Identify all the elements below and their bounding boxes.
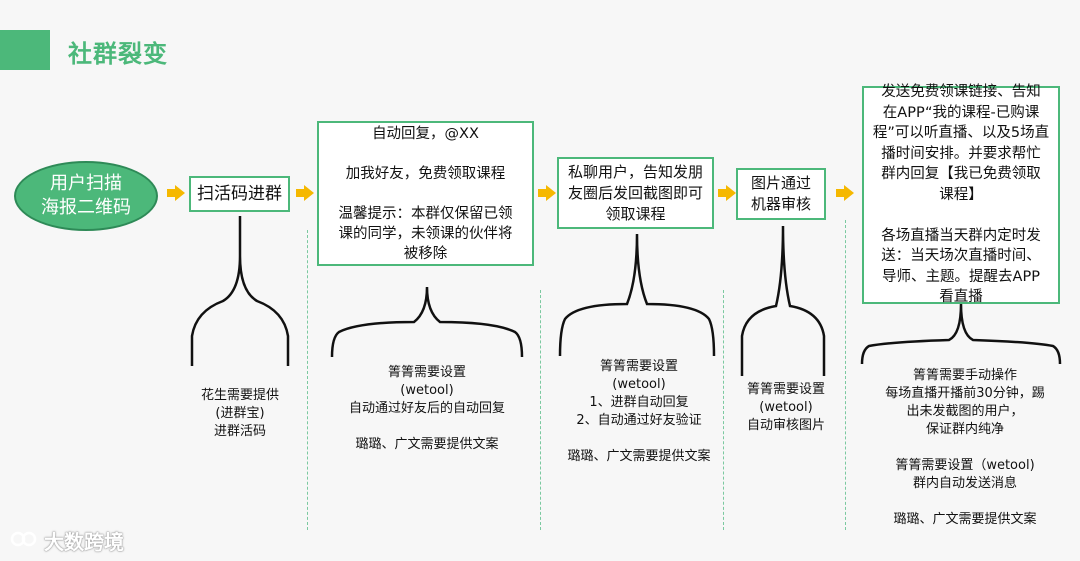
separator-2	[540, 290, 541, 530]
page-title: 社群裂变	[68, 40, 168, 68]
separator-1	[307, 230, 308, 530]
note-1: 花生需要提供 (进群宝) 进群活码	[200, 388, 279, 439]
step-1-label: 扫活码进群	[197, 183, 282, 204]
separator-3	[723, 290, 724, 530]
step-3-box: 私聊用户，告知发朋 友圈后发回截图即可 领取课程	[557, 157, 714, 229]
step-5-label: 发送免费领课链接、告知 在APP“我的课程-已购课 程”可以听直播、以及5场直 …	[872, 84, 1050, 306]
start-node-label: 用户扫描 海报二维码	[41, 173, 131, 218]
step-2-box: 自动回复，@XX 加我好友，免费领取课程 温馨提示：本群仅保留已领 课的同学，未…	[317, 121, 534, 266]
title-accent-bar	[0, 30, 50, 70]
note-5: 箐箐需要手动操作 每场直播开播前30分钟，踢 出未发截图的用户， 保证群内纯净 …	[885, 368, 1045, 527]
note-4: 箐箐需要设置 (wetool) 自动审核图片	[746, 382, 825, 433]
note-3: 箐箐需要设置 (wetool) 1、进群自动回复 2、自动通过好友验证 璐璐、广…	[567, 359, 711, 464]
brace-5	[860, 303, 1062, 365]
note-2: 箐箐需要设置 (wetool) 自动通过好友后的自动回复 璐璐、广文需要提供文案	[348, 365, 505, 452]
step-5-box: 发送免费领课链接、告知 在APP“我的课程-已购课 程”可以听直播、以及5场直 …	[862, 84, 1060, 305]
step-3-label: 私聊用户，告知发朋 友圈后发回截图即可 领取课程	[567, 162, 703, 223]
step-1-box: 扫活码进群	[189, 176, 290, 212]
separator-4	[845, 220, 846, 530]
watermark-text: 大数跨境	[44, 530, 124, 554]
step-4-box: 图片通过 机器审核	[736, 168, 826, 220]
step-4-label: 图片通过 机器审核	[750, 174, 811, 213]
brace-3	[558, 233, 716, 357]
brace-1	[190, 215, 290, 366]
brace-2	[330, 286, 524, 358]
start-node: 用户扫描 海报二维码	[14, 161, 158, 231]
brace-4	[740, 225, 826, 376]
step-2-label: 自动回复，@XX 加我好友，免费领取课程 温馨提示：本群仅保留已领 课的同学，未…	[338, 125, 513, 262]
watermark-logo-icon	[10, 531, 37, 547]
